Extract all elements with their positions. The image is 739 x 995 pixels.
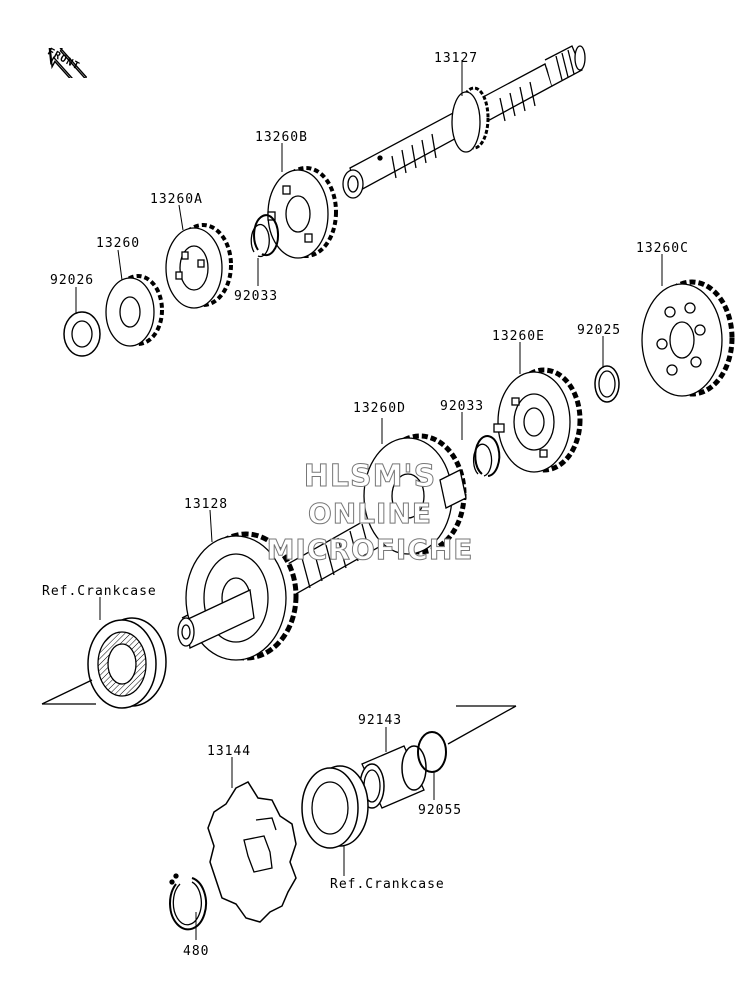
label-92026: 92026: [50, 273, 95, 288]
label-13127: 13127: [434, 51, 479, 66]
label-480: 480: [183, 944, 210, 959]
gear-13260D: [363, 433, 467, 555]
circlip-480: [169, 873, 207, 931]
label-13260C: 13260C: [636, 241, 689, 256]
oil-seal-crankcase: [301, 765, 369, 849]
shaft-13127: [342, 45, 586, 199]
label-13260A: 13260A: [150, 192, 203, 207]
label-13260B: 13260B: [255, 130, 308, 145]
gear-13260E: [493, 367, 583, 473]
label-13260E: 13260E: [492, 329, 545, 344]
sprocket-13144: [207, 781, 297, 923]
bearing-crankcase: [41, 617, 167, 709]
leader-lines: [75, 60, 663, 940]
front-direction-indicator: FRONT: [38, 46, 94, 78]
circlip-92033-upper: [250, 214, 280, 258]
front-arrow-icon: [47, 48, 89, 78]
gear-13128: [177, 531, 299, 661]
label-13260D: 13260D: [353, 401, 406, 416]
collar-92143: [359, 745, 427, 809]
label-92143: 92143: [358, 713, 403, 728]
watermark-line-2: ONLINE: [307, 497, 433, 530]
watermark-line-3: MICROFICHE: [266, 533, 474, 566]
watermark-line-1: HLSM'S: [303, 459, 437, 494]
label-13128: 13128: [184, 497, 229, 512]
gear-13260: [105, 274, 164, 347]
circlip-92033-lower: [472, 435, 501, 477]
label-92033-upper: 92033: [234, 289, 279, 304]
gear-13260B: [267, 166, 338, 259]
washer-92026: [63, 311, 101, 357]
gear-13260A: [165, 223, 233, 309]
gear-13260C: [641, 279, 735, 397]
o-ring-92055: [417, 705, 517, 773]
label-ref-crankcase-lower: Ref.Crankcase: [330, 877, 445, 892]
label-ref-crankcase-upper: Ref.Crankcase: [42, 584, 157, 599]
label-92055: 92055: [418, 803, 463, 818]
label-92033-lower: 92033: [440, 399, 485, 414]
label-13260: 13260: [96, 236, 141, 251]
label-92025: 92025: [577, 323, 622, 338]
washer-92025: [594, 365, 620, 403]
label-13144: 13144: [207, 744, 252, 759]
